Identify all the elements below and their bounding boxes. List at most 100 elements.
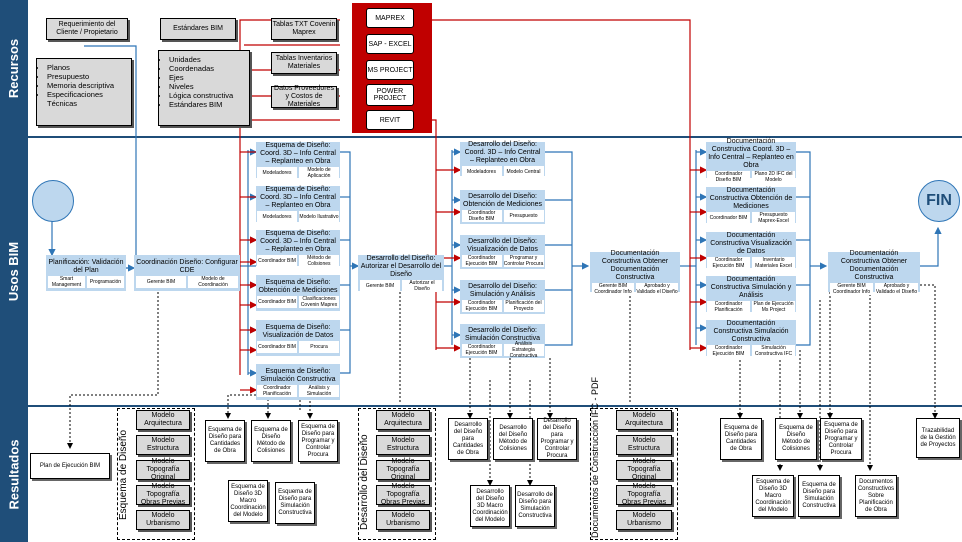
process-title: Esquema de Diseño: Simulación Constructi… (260, 368, 336, 383)
process-sub: Coordinador Ejecución BIM (461, 255, 502, 267)
tablas-txt-box: Tablas TXT Covenin Maprex (271, 18, 337, 40)
result-group-title: Esquema de Diseño (118, 429, 129, 520)
process-sub: Coordinador Ejecución BIM (461, 300, 502, 312)
datos-proveedores-box: Datos Proveedores y Costos de Materiales (271, 85, 337, 108)
end-label: FIN (926, 192, 952, 209)
result-trazabilidad: Trazabilidad de la Gestión de Proyectos (916, 418, 960, 458)
software-power-project: POWER PROJECT (366, 84, 414, 106)
process-title: Documentación Constructiva Obtener Docum… (840, 250, 908, 281)
process-desarrollo-0: Desarrollo del Diseño: Coord. 3D – Info … (460, 141, 545, 178)
result-document: Documentos Constructivos Sobre Planifica… (855, 475, 897, 517)
process-subs: Gerente BIM Coordinador Info Aprobado y … (830, 283, 918, 295)
result-document: Desarrollo del Diseño 3D Macro Coordinac… (470, 485, 510, 527)
process-title: Documentación Constructiva Visualización… (710, 232, 792, 255)
process-title: Documentación Constructiva Obtener Docum… (601, 250, 669, 281)
estandares-text: Estándares BIM (173, 25, 223, 32)
lane-resultados: Resultados (0, 407, 28, 542)
result-group-desarrollo (358, 408, 436, 540)
result-group-title: Desarrollo del Diseño (359, 434, 370, 530)
process-doc-3: Documentación Constructiva Simulación y … (706, 276, 796, 313)
process-esquema-4: Esquema de Diseño: Visualización de Dato… (256, 320, 340, 356)
documents-list: Planos Presupuesto Memoria descriptiva E… (37, 59, 131, 108)
result-document: Desarrollo de Diseño para Simulación Con… (515, 485, 555, 527)
process-esquema-0: Esquema de Diseño: Coord. 3D – Info Cent… (256, 142, 340, 179)
process-sub: Coordinador Planificación (257, 385, 297, 397)
process-sub: Coordinador BIM (257, 341, 297, 353)
process-sub: Programación (87, 276, 124, 288)
result-model: Modelo Arquitectura (136, 410, 190, 430)
result-document: Esquema de Diseño 3D Macro Coordinación … (752, 475, 794, 517)
estandares-item: Coordenadas (169, 64, 233, 73)
process-sub: Presupuesto Maprex-Excel (752, 212, 795, 224)
process-desarrollo-main: Desarrollo del Diseño: Autorizar el Desa… (358, 255, 444, 292)
process-sub: Coordinador Diseño BIM (461, 210, 502, 222)
result-model: Modelo Urbanismo (136, 510, 190, 530)
process-sub: Coordinador Ejecución BIM (461, 344, 502, 356)
start-event (32, 180, 74, 222)
process-sub: Coordinador BIM (257, 255, 297, 267)
tablas-inventarios-box: Tablas Inventarios Materiales (271, 52, 337, 74)
process-sub: Gerente BIM Coordinador Info (592, 283, 634, 295)
result-document: Esquema de Diseño 3D Macro Coordinación … (228, 480, 268, 522)
software-label: POWER PROJECT (373, 88, 407, 102)
lane-usos-bim: Usos BIM (0, 138, 28, 405)
process-sub: Modelo Ilustrativo (299, 211, 339, 223)
process-sub: Coordinador Diseño BIM (707, 171, 750, 183)
process-title: Desarrollo del Diseño: Autorizar el Desa… (360, 255, 442, 278)
process-sub: Gerente BIM (360, 280, 400, 292)
software-revit: REVIT (366, 110, 414, 130)
process-documentacion-main: Documentación Constructiva Obtener Docum… (590, 250, 680, 295)
estandares-item: Estándares BIM (169, 100, 233, 109)
process-sub: Plano 2D IFC del Modelo (752, 171, 795, 183)
software-label: SAP - EXCEL (368, 40, 412, 48)
software-label: MS PROJECT (367, 66, 413, 74)
documents-item: Presupuesto (47, 72, 131, 81)
result-document: Esquema de Diseño para Cantidades de Obr… (720, 418, 762, 460)
process-sub: Modelo de Aplicación (299, 167, 339, 179)
process-title: Documentación Constructiva Simulación y … (710, 276, 792, 299)
process-sub: Plan de Ejecución Ms Project (752, 301, 795, 313)
estandares-item: Lógica constructiva (169, 91, 233, 100)
process-title: Planificación: Validación del Plan (48, 259, 124, 274)
result-document: Esquema de Diseño para Programar y Contr… (820, 418, 862, 460)
process-sub: Coordinador BIM (707, 212, 750, 224)
process-sub: Gerente BIM (136, 276, 186, 288)
process-esquema-3: Esquema de Diseño: Obtención de Medicion… (256, 275, 340, 311)
process-sub: Coordinador BIM (257, 296, 297, 308)
documents-box: Planos Presupuesto Memoria descriptiva E… (36, 58, 132, 126)
result-document: Esquema de Diseño Método de Colisiones (251, 420, 291, 462)
process-sub: Procura (299, 341, 339, 353)
process-desarrollo-4: Desarrollo del Diseño: Simulación Constr… (460, 324, 545, 359)
process-sub: Aprobado y Validado el Diseño (636, 283, 678, 295)
process-sub: Modeladores (461, 166, 502, 178)
process-desarrollo-1: Desarrollo del Diseño: Obtención de Medi… (460, 190, 545, 224)
software-ms-project: MS PROJECT (366, 60, 414, 80)
process-doc-0: Documentación Constructiva Coord. 3D – I… (706, 138, 796, 183)
end-event: FIN (918, 180, 960, 222)
process-sub: Programar y Controlar Procura (503, 255, 544, 267)
process-sub: Coordinador Planificación (707, 301, 750, 313)
tablas-txt-text: Tablas TXT Covenin Maprex (272, 21, 336, 36)
process-sub: Autorizar el Diseño (402, 280, 442, 292)
process-title: Desarrollo del Diseño: Coord. 3D – Info … (464, 141, 541, 164)
estandares-item: Ejes (169, 73, 233, 82)
process-sub: Presupuesto (503, 210, 544, 222)
process-coordinacion: Coordinación Diseño: Configurar CDE Gere… (134, 255, 240, 291)
lane-recursos: Recursos (0, 0, 28, 136)
lane-divider (0, 136, 962, 138)
process-doc-1: Documentación Constructiva Obtención de … (706, 187, 796, 224)
software-label: MAPREX (375, 14, 405, 22)
result-model: Modelo Estructura (136, 435, 190, 455)
process-sub: Modelo de Coordinación (188, 276, 238, 288)
process-title: Coordinación Diseño: Configurar CDE (136, 259, 238, 274)
process-desarrollo-2: Desarrollo del Diseño: Visualización de … (460, 235, 545, 269)
process-sub: Coordinador Ejecución BIM (707, 345, 750, 357)
